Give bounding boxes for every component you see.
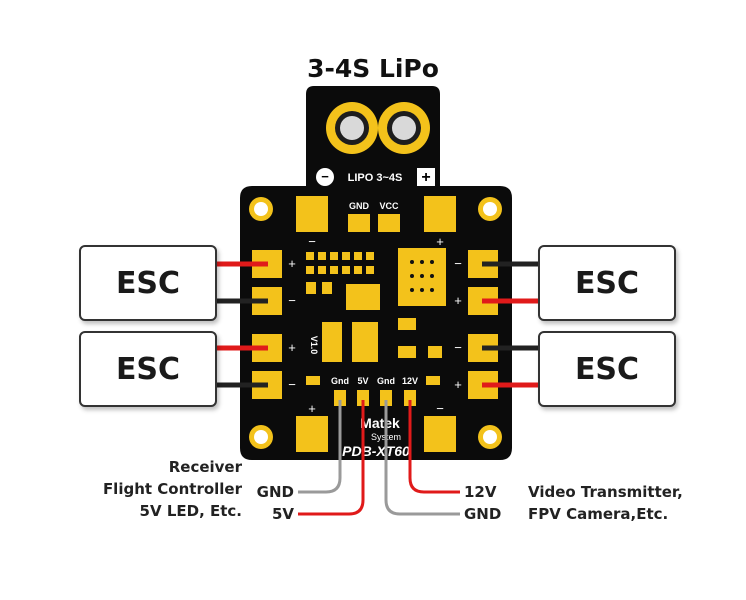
- pad-gnd-top: [348, 214, 370, 232]
- sign-r1-minus: −: [454, 256, 462, 271]
- pad-vcc-top: [378, 214, 400, 232]
- out-pad-12v: [404, 390, 416, 406]
- mount-hole-bl: [249, 425, 273, 449]
- esc-label: ESC: [115, 265, 181, 301]
- right-wire-labels: 12V GND: [464, 481, 514, 525]
- right-line-1: Video Transmitter,: [528, 483, 683, 501]
- pad-top-right: [424, 196, 456, 232]
- svg-text:+: +: [421, 169, 430, 186]
- top-vcc-label: VCC: [379, 201, 399, 211]
- wire-label-gnd-right: GND: [464, 505, 502, 523]
- out-label-5v: 5V: [357, 376, 368, 386]
- wire-12v: [408, 400, 460, 494]
- wire-label-5v: 5V: [271, 505, 294, 523]
- lipo-negative-ring: [326, 102, 378, 154]
- top-gnd-label: GND: [349, 201, 370, 211]
- lipo-positive-ring: [378, 102, 430, 154]
- wire-gnd-left: [298, 400, 342, 494]
- out-pad-gnd-1: [334, 390, 346, 406]
- sign-l2-minus: −: [288, 377, 296, 392]
- esc-box-left-bottom: ESC: [79, 331, 217, 407]
- lipo-minus-icon: −: [316, 168, 334, 186]
- lipo-plus-icon: +: [417, 168, 435, 186]
- esc-box-right-bottom: ESC: [538, 331, 676, 407]
- pad-top-left: [296, 196, 328, 232]
- esc-label: ESC: [574, 265, 640, 301]
- right-device-description: Video Transmitter, FPV Camera,Etc.: [528, 481, 738, 525]
- left-wire-labels: GND 5V: [248, 481, 294, 525]
- esc-label: ESC: [574, 351, 640, 387]
- wire-label-12v: 12V: [464, 483, 497, 501]
- left-device-description: Receiver Flight Controller 5V LED, Etc.: [60, 456, 242, 522]
- pad-bottom-left: [296, 416, 328, 452]
- sign-r2-plus: +: [454, 377, 462, 392]
- esc-wires-right: [482, 261, 538, 388]
- wire-gnd-right: [384, 400, 460, 516]
- capacitor-d: [398, 346, 416, 358]
- smd-resistors: [306, 252, 374, 294]
- right-line-2: FPV Camera,Etc.: [528, 505, 669, 523]
- out-label-pad-right: [426, 376, 440, 385]
- mount-hole-br: [478, 425, 502, 449]
- capacitor-e: [428, 346, 442, 358]
- board-version: V1.0: [309, 336, 319, 355]
- left-line-2: Flight Controller: [102, 480, 242, 498]
- bottom-right-minus: −: [436, 401, 444, 416]
- out-label-12v: 12V: [402, 376, 418, 386]
- left-line-3: 5V LED, Etc.: [139, 502, 242, 520]
- sign-l1-plus: +: [288, 256, 296, 271]
- sign-r2-minus: −: [454, 340, 462, 355]
- out-pad-5v: [357, 390, 369, 406]
- pad-bottom-right: [424, 416, 456, 452]
- esc-box-left-top: ESC: [79, 245, 217, 321]
- sign-l2-plus: +: [288, 340, 296, 355]
- esc-label: ESC: [115, 351, 181, 387]
- top-left-minus: −: [308, 234, 316, 249]
- mount-hole-tr: [478, 197, 502, 221]
- lipo-label: LIPO 3~4S: [348, 172, 403, 184]
- out-label-pad-left: [306, 376, 320, 385]
- mount-hole-tl: [249, 197, 273, 221]
- top-right-plus: +: [436, 234, 444, 249]
- capacitor-c: [398, 318, 416, 330]
- out-label-gnd-1: Gnd: [331, 376, 349, 386]
- bottom-left-plus: +: [308, 401, 316, 416]
- sign-l1-minus: −: [288, 293, 296, 308]
- capacitor-a: [322, 322, 342, 362]
- regulator-5v: [346, 284, 380, 310]
- sign-r1-plus: +: [454, 293, 462, 308]
- diagram-title: 3-4S LiPo: [307, 54, 439, 83]
- brand-logo: Matek: [360, 415, 400, 431]
- esc-wires-left: [213, 261, 268, 388]
- svg-text:−: −: [321, 169, 329, 184]
- model-name: PDB-XT60: [342, 443, 410, 459]
- wire-5v: [298, 400, 365, 516]
- regulator-12v-dots: [410, 260, 434, 292]
- out-label-gnd-2: Gnd: [377, 376, 395, 386]
- left-line-1: Receiver: [168, 458, 242, 476]
- capacitor-b: [352, 322, 378, 362]
- wire-label-gnd-left: GND: [256, 483, 294, 501]
- esc-box-right-top: ESC: [538, 245, 676, 321]
- board-outline: [240, 86, 512, 460]
- out-pad-gnd-2: [380, 390, 392, 406]
